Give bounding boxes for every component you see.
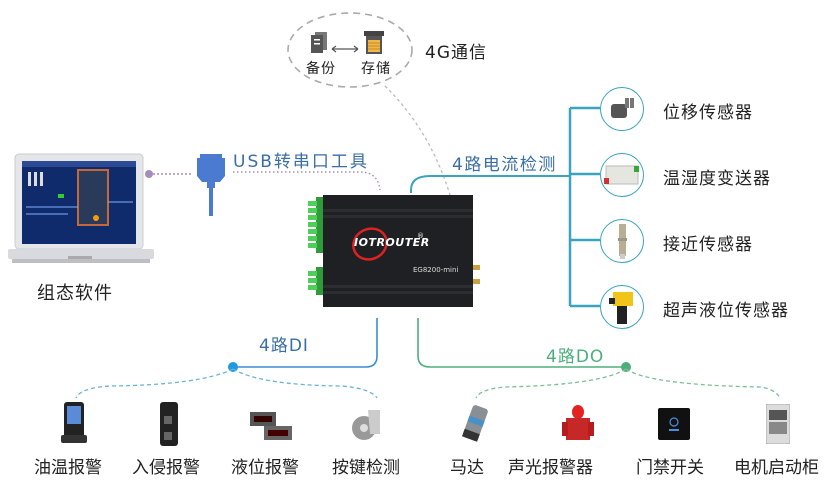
- sensor-label: 温湿度变送器: [663, 169, 771, 189]
- siren-alarm-icon: [562, 404, 594, 446]
- usb-device-line: [233, 171, 381, 191]
- di-fanout-right: [232, 368, 378, 399]
- current-sensing-line: [410, 175, 570, 193]
- motor-icon: [459, 404, 491, 448]
- laptop-port-dot: [145, 170, 153, 178]
- sensor-label: 位移传感器: [663, 103, 753, 123]
- device-registered-mark: ®: [417, 232, 424, 240]
- storage-icon: [364, 31, 384, 55]
- button-detect-icon: [350, 404, 382, 448]
- di-item-label: 油温报警: [34, 458, 102, 478]
- di-item-label: 按键检测: [332, 458, 400, 478]
- di-item-label: 液位报警: [231, 458, 299, 478]
- do-fanout-right: [625, 368, 781, 399]
- di-label: 4路DI: [259, 336, 309, 356]
- di-line: [233, 318, 378, 368]
- do-item-label: 马达: [450, 458, 484, 478]
- door-access-switch-icon: [658, 408, 690, 444]
- scada-laptop-icon: [8, 152, 158, 267]
- do-node: [621, 362, 631, 372]
- do-fanout-left: [475, 368, 627, 399]
- gateway-device: [308, 195, 488, 315]
- sensor-label: 接近传感器: [663, 235, 753, 255]
- current-sensing-label: 4路电流检测: [452, 155, 557, 175]
- do-item-label: 门禁开关: [636, 458, 704, 478]
- db9-serial-connector-icon: [196, 150, 226, 218]
- cloud-link-line: [384, 85, 451, 196]
- do-line: [417, 318, 626, 368]
- temp-humidity-transmitter-icon: [600, 153, 644, 197]
- cloud-outline: [287, 12, 413, 88]
- motor-starter-cabinet-icon: [765, 403, 791, 448]
- device-model: EG8200-mini: [413, 266, 459, 274]
- do-item-label: 声光报警器: [508, 458, 593, 478]
- di-fanout-left: [75, 368, 234, 399]
- do-label: 4路DO: [546, 347, 605, 367]
- backup-icon: [311, 32, 327, 54]
- sensor-label: 超声液位传感器: [663, 301, 789, 321]
- storage-label: 存储: [361, 61, 391, 77]
- device-brand: IOTROUTER: [354, 236, 430, 249]
- intrusion-alarm-icon: [158, 402, 180, 450]
- 4g-label: 4G通信: [425, 43, 487, 63]
- oil-temp-alarm-icon: [61, 402, 87, 448]
- displacement-sensor-icon: [600, 87, 644, 131]
- laptop-label: 组态软件: [37, 283, 113, 304]
- level-alarm-icon: [250, 412, 292, 446]
- sync-arrow-icon: [330, 38, 360, 57]
- do-item-label: 电机启动柜: [734, 458, 819, 478]
- usb-tool-label: USB转串口工具: [233, 152, 369, 172]
- proximity-sensor-icon: [600, 219, 644, 263]
- di-item-label: 入侵报警: [132, 458, 200, 478]
- ultrasonic-level-sensor-icon: [600, 285, 644, 329]
- backup-label: 备份: [306, 61, 336, 77]
